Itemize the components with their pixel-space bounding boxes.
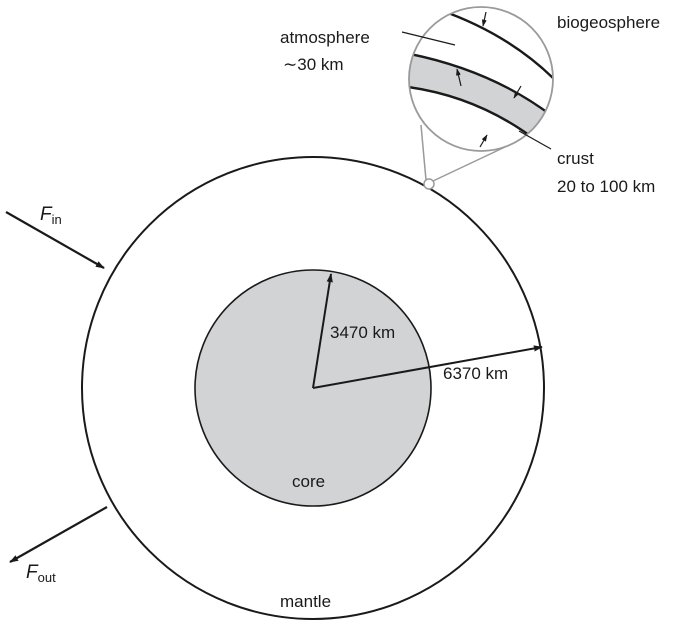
flux-in-label: Fin xyxy=(40,204,62,227)
flux-in-symbol: F xyxy=(40,204,53,225)
magnifier-connector-left xyxy=(420,124,427,181)
flux-out-arrow xyxy=(9,506,108,563)
flux-out-label: Fout xyxy=(26,562,56,585)
magnifier-circle xyxy=(408,6,554,152)
flux-out-symbol: F xyxy=(26,562,39,583)
crust-label: crust xyxy=(557,149,594,168)
earth-radius-arrow xyxy=(312,345,543,389)
crust-thickness-label: 20 to 100 km xyxy=(557,177,655,196)
atmosphere-leader-line xyxy=(401,31,456,46)
crust-leader-line xyxy=(518,130,552,150)
crust-tick-bottom xyxy=(479,134,488,148)
crust-tick-top xyxy=(513,85,522,99)
mantle-label: mantle xyxy=(280,592,331,611)
flux-out-subscript: out xyxy=(38,570,56,585)
biogeosphere-label: biogeosphere xyxy=(557,13,660,32)
flux-in-arrow xyxy=(5,211,105,269)
magnified-spot xyxy=(423,178,435,190)
atmosphere-label: atmosphere xyxy=(280,28,370,47)
crust-top-line xyxy=(409,50,553,141)
atmosphere-tick-top xyxy=(481,11,487,27)
core-radius-arrow xyxy=(312,273,333,389)
atmosphere-thickness-label: ∼30 km xyxy=(283,55,344,74)
core-radius-label: 3470 km xyxy=(330,323,395,342)
atmosphere-top-line xyxy=(439,8,553,97)
atmosphere-tick-bottom xyxy=(456,68,462,87)
core-label: core xyxy=(292,472,325,491)
flux-in-subscript: in xyxy=(52,212,62,227)
magnifier-connector-right xyxy=(432,146,506,182)
earth-radius-label: 6370 km xyxy=(443,364,508,383)
